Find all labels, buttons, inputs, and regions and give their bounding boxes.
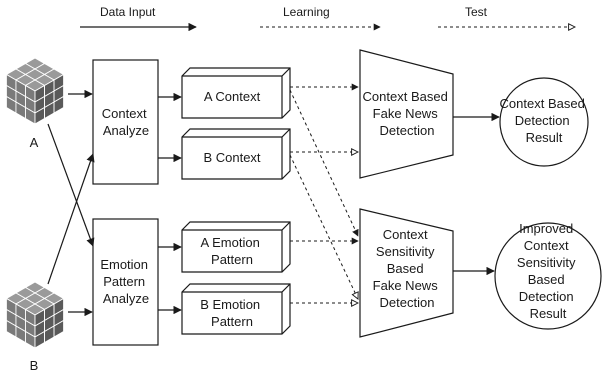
b-emotion-pattern-label: B Emotion Pattern (200, 297, 264, 329)
header-data-input: Data Input (80, 5, 197, 32)
a-context-label: A Context (204, 89, 261, 104)
emotion-pattern-analyze-box: Emotion Pattern Analyze (92, 218, 159, 346)
context-analyze-box: Context Analyze (92, 59, 159, 185)
header-data-input-label: Data Input (100, 5, 156, 19)
arrow-b-to-context-analyze (47, 153, 95, 285)
input-b-cube-icon (5, 281, 65, 349)
input-a-label: A (30, 135, 39, 150)
b-context-label: B Context (203, 150, 260, 165)
arrow-a-context-to-sensitivity-detector (289, 89, 359, 237)
context-based-result-label: Context Based Detection Result (500, 96, 589, 145)
arrow-b-context-to-sensitivity-detector (289, 154, 358, 299)
context-based-result-circle: Context Based Detection Result (499, 77, 589, 167)
sensitivity-based-detector-label: Context Sensitivity Based Fake News Dete… (373, 227, 442, 310)
header-test-label: Test (465, 5, 488, 19)
a-context-box: A Context (181, 67, 291, 119)
a-emotion-pattern-label: A Emotion Pattern (201, 235, 264, 267)
b-emotion-pattern-box: B Emotion Pattern (181, 283, 291, 335)
context-based-detector-trapezoid: Context Based Fake News Detection (359, 49, 454, 179)
improved-result-label: Improved Context Sensitivity Based Detec… (517, 221, 579, 321)
input-b-label: B (30, 358, 39, 373)
sensitivity-based-detector-trapezoid: Context Sensitivity Based Fake News Dete… (359, 208, 454, 338)
improved-result-circle: Improved Context Sensitivity Based Detec… (494, 221, 602, 330)
b-context-box: B Context (181, 128, 291, 180)
emotion-pattern-analyze-label: Emotion Pattern Analyze (100, 257, 151, 306)
header-learning: Learning (260, 5, 381, 31)
context-analyze-label: Context Analyze (102, 106, 150, 138)
input-a-cube-icon (5, 57, 65, 125)
header-test: Test (438, 5, 575, 27)
header-learning-label: Learning (283, 5, 330, 19)
a-emotion-pattern-box: A Emotion Pattern (181, 221, 291, 273)
arrow-a-to-emotion-analyze (47, 123, 95, 247)
context-based-detector-label: Context Based Fake News Detection (363, 89, 452, 138)
